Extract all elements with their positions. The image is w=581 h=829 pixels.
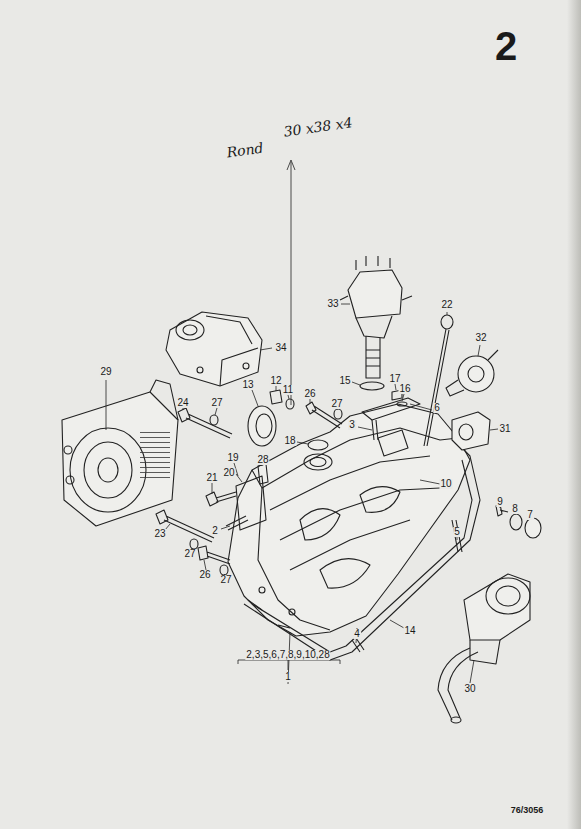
callout-number: 3 bbox=[348, 420, 356, 430]
callout-number: 26 bbox=[198, 570, 211, 580]
callout-number: 2 bbox=[211, 526, 219, 536]
callout-number: 8 bbox=[511, 504, 519, 514]
callout-number: 16 bbox=[398, 384, 411, 394]
cover-cap bbox=[525, 518, 541, 538]
dowel-pin bbox=[352, 638, 364, 652]
washer bbox=[286, 399, 294, 409]
drawing-number: 76/3056 bbox=[510, 806, 545, 815]
callout-number: 10 bbox=[439, 479, 452, 489]
stud bbox=[226, 516, 248, 530]
kit-contents: 2,3,5,6,7,8,9,10,28 bbox=[245, 650, 330, 660]
water-pump-housing bbox=[166, 312, 262, 386]
callout-number: 12 bbox=[269, 376, 282, 386]
washer bbox=[397, 402, 407, 406]
callout-number: 24 bbox=[176, 398, 189, 408]
callout-number: 34 bbox=[274, 343, 287, 353]
bolt bbox=[198, 546, 230, 564]
washer bbox=[220, 565, 228, 575]
dipstick bbox=[424, 315, 453, 446]
callout-number: 13 bbox=[241, 380, 254, 390]
callout-number: 23 bbox=[153, 529, 166, 539]
seal-ring bbox=[510, 514, 522, 530]
callout-number: 21 bbox=[205, 473, 218, 483]
callout-number: 11 bbox=[282, 385, 294, 395]
fuel-pump bbox=[446, 350, 498, 396]
alternator bbox=[62, 380, 178, 526]
stud bbox=[372, 420, 378, 440]
callout-number: 18 bbox=[283, 436, 296, 446]
callout-number: 31 bbox=[498, 424, 511, 434]
callout-number: 1 bbox=[284, 672, 292, 682]
gasket bbox=[244, 448, 480, 660]
callout-number: 27 bbox=[330, 399, 343, 409]
handwritten-note: 30 x38 x4 bbox=[282, 115, 354, 139]
callout-number: 28 bbox=[256, 455, 269, 465]
stud bbox=[452, 520, 462, 552]
callout-number: 19 bbox=[226, 453, 239, 463]
distributor bbox=[340, 256, 412, 378]
clamp bbox=[362, 398, 420, 420]
oil-strainer bbox=[438, 574, 530, 723]
page-number: 2 bbox=[494, 26, 518, 66]
washer bbox=[334, 409, 342, 419]
pump-pushrod-housing bbox=[452, 412, 490, 450]
callout-number: 20 bbox=[222, 468, 235, 478]
callout-number: 26 bbox=[303, 389, 316, 399]
callout-number: 29 bbox=[99, 367, 112, 377]
washer bbox=[308, 440, 328, 450]
callout-number: 6 bbox=[433, 403, 441, 413]
handwritten-note: Rond bbox=[225, 140, 266, 159]
callout-number: 27 bbox=[210, 398, 223, 408]
crankcase bbox=[228, 404, 470, 636]
callout-number: 27 bbox=[183, 549, 196, 559]
callout-number: 32 bbox=[474, 333, 487, 343]
bracket bbox=[236, 476, 266, 530]
callout-number: 5 bbox=[453, 527, 461, 537]
plug bbox=[270, 390, 282, 404]
callout-number: 9 bbox=[496, 497, 504, 507]
callout-number: 14 bbox=[403, 626, 416, 636]
oil-seal bbox=[248, 406, 276, 446]
washer bbox=[190, 539, 198, 549]
bolt bbox=[178, 408, 232, 438]
callout-number: 15 bbox=[338, 376, 351, 386]
washer bbox=[210, 415, 218, 425]
leader-lines bbox=[106, 160, 532, 684]
callout-number: 4 bbox=[353, 629, 361, 639]
callout-number: 7 bbox=[526, 510, 534, 520]
callout-number: 30 bbox=[463, 684, 476, 694]
bolt bbox=[206, 492, 236, 506]
callout-number: 17 bbox=[388, 374, 401, 384]
page-edge-shadow bbox=[567, 0, 581, 829]
callout-number: 22 bbox=[440, 300, 453, 310]
o-ring bbox=[360, 382, 384, 390]
callout-number: 33 bbox=[326, 299, 339, 309]
callout-number: 27 bbox=[219, 575, 232, 585]
